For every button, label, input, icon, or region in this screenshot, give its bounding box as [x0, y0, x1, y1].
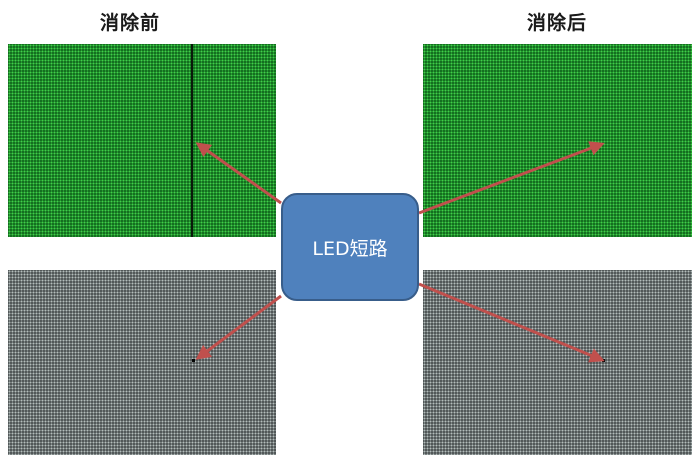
after-gray-panel: [423, 270, 692, 455]
before-heading: 消除前: [100, 12, 161, 34]
arrow-to-after-top: [418, 141, 605, 215]
after-heading: 消除后: [527, 12, 588, 34]
dark-dot-defect: [192, 359, 195, 362]
before-green-panel: [8, 44, 276, 237]
led-short-box: LED短路: [281, 193, 419, 301]
arrow-to-before-top: [195, 142, 282, 205]
before-gray-panel: [8, 270, 276, 455]
led-short-label: LED短路: [312, 237, 388, 260]
dark-line-defect: [191, 44, 193, 237]
arrow-to-after-bottom: [418, 282, 605, 363]
after-green-panel: [423, 44, 692, 237]
arrow-to-before-bottom: [195, 294, 282, 360]
